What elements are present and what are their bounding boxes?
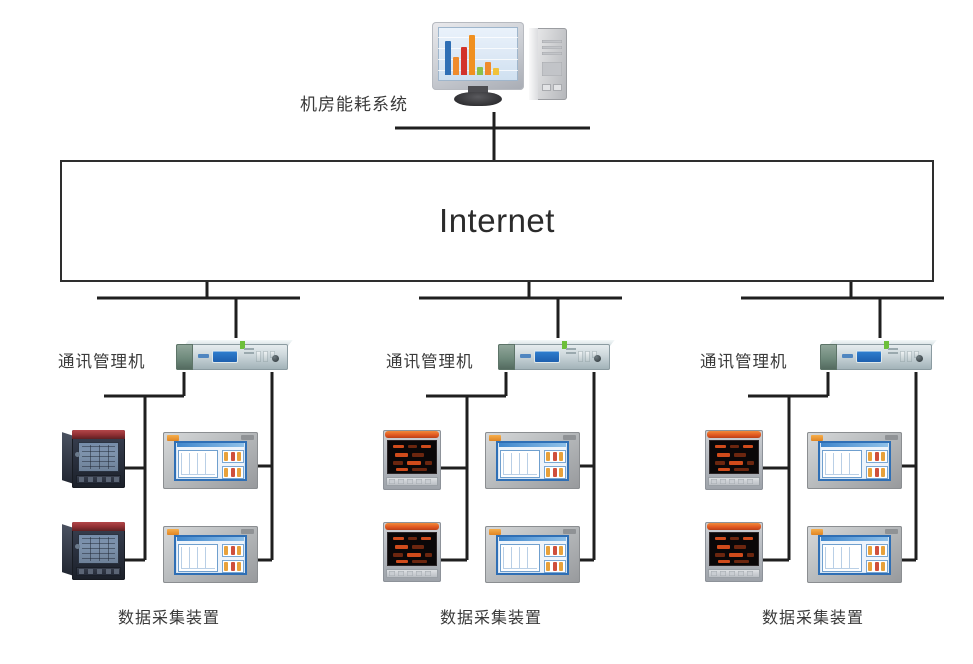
power-relay-meter-icon-1b bbox=[62, 522, 125, 582]
led-display-meter-icon-2a bbox=[383, 430, 441, 490]
energy-system-host bbox=[432, 22, 567, 112]
internet-label: Internet bbox=[439, 202, 555, 239]
chart-bar bbox=[445, 41, 451, 75]
hmi-touch-panel-icon-3a bbox=[807, 432, 902, 489]
data-acquisition-label-2: 数据采集装置 bbox=[440, 610, 543, 627]
comm-manager-label-1: 通讯管理机 bbox=[58, 353, 146, 371]
hmi-touch-panel-icon-3b bbox=[807, 526, 902, 583]
led-display-meter-icon-3a bbox=[705, 430, 763, 490]
internet-cloud-box: Internet bbox=[60, 160, 934, 282]
communication-manager-icon-1 bbox=[176, 340, 293, 374]
communication-manager-icon-3 bbox=[820, 340, 937, 374]
chart-bar bbox=[493, 68, 499, 75]
monitor-chart-icon bbox=[432, 22, 524, 90]
hmi-touch-panel-icon-2a bbox=[485, 432, 580, 489]
data-acquisition-label-3: 数据采集装置 bbox=[762, 610, 865, 627]
data-acquisition-label-1: 数据采集装置 bbox=[118, 610, 221, 627]
communication-manager-icon-2 bbox=[498, 340, 615, 374]
led-display-meter-icon-3b bbox=[705, 522, 763, 582]
chart-bar bbox=[477, 67, 483, 75]
power-relay-meter-icon-1a bbox=[62, 430, 125, 490]
page-title: 机房能耗系统 bbox=[300, 95, 408, 114]
hmi-touch-panel-icon-1a bbox=[163, 432, 258, 489]
monitor-neck bbox=[468, 86, 488, 96]
hmi-touch-panel-icon-1b bbox=[163, 526, 258, 583]
hmi-touch-panel-icon-2b bbox=[485, 526, 580, 583]
bar-chart bbox=[445, 35, 514, 75]
monitor-base bbox=[454, 92, 502, 106]
server-tower-icon bbox=[529, 28, 567, 100]
comm-manager-label-2: 通讯管理机 bbox=[386, 353, 474, 371]
led-display-meter-icon-2b bbox=[383, 522, 441, 582]
chart-bar bbox=[461, 47, 467, 75]
comm-manager-label-3: 通讯管理机 bbox=[700, 353, 788, 371]
chart-bar bbox=[469, 35, 475, 75]
chart-bar bbox=[453, 57, 459, 75]
chart-bar bbox=[485, 62, 491, 75]
monitor-screen bbox=[438, 27, 518, 81]
